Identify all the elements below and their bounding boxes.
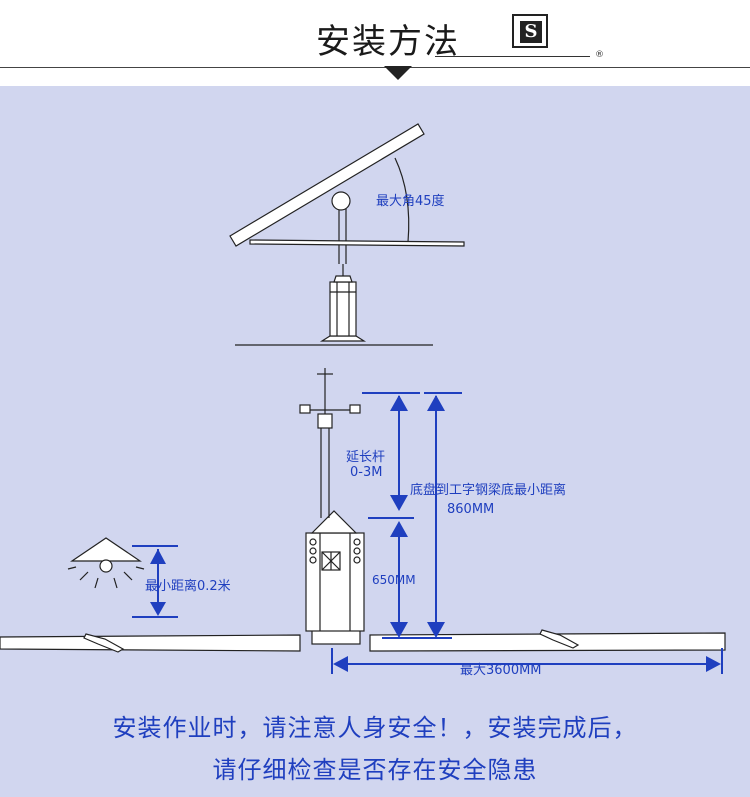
safety-notice-line2: 请仔细检查是否存在安全隐患 <box>212 756 538 784</box>
extension-range-label: 0-3M <box>350 465 383 480</box>
tilt-mount-illustration <box>229 123 465 346</box>
tilted-plate <box>229 123 425 247</box>
installation-diagram: 最大角45度 延长杆 0-3M 底盘到工字钢梁底最小距离 860MM 最小距离0… <box>0 86 750 797</box>
max-span-label: 最大3600MM <box>460 663 542 678</box>
fan-assembly-illustration <box>0 368 726 653</box>
horizontal-reference <box>249 239 465 247</box>
extension-rod-label: 延长杆 <box>346 450 386 465</box>
right-blade-winglet <box>539 629 580 649</box>
header-divider <box>0 67 750 68</box>
mount-base <box>319 335 367 342</box>
right-blade <box>369 632 726 652</box>
pivot-joint <box>331 191 351 211</box>
left-blade <box>0 634 301 652</box>
logo-letter: S <box>520 21 542 43</box>
diagram-drawing <box>0 123 726 674</box>
lamp-bulb <box>99 559 113 573</box>
motor-top-cap <box>310 510 358 534</box>
min-light-distance-label: 最小距离0.2米 <box>145 579 231 594</box>
chassis-distance-label: 860MM <box>447 502 495 517</box>
dimension-lines <box>132 392 723 674</box>
title-underline <box>435 56 590 57</box>
registered-mark: ® <box>595 50 604 60</box>
page-title: 安装方法 <box>316 22 460 62</box>
motor-housing <box>305 532 365 632</box>
max-angle-label: 最大角45度 <box>376 194 445 209</box>
safety-notice-line1: 安装作业时，请注意人身安全！，安装完成后， <box>112 714 638 742</box>
mount-motor-block <box>329 281 357 337</box>
fan-hub <box>311 629 361 645</box>
chassis-to-beam-label: 底盘到工字钢梁底最小距离 <box>410 483 567 498</box>
motor-height-label: 650MM <box>372 573 416 587</box>
lamp-illustration <box>67 537 145 589</box>
down-arrow-icon <box>384 66 412 80</box>
lamp-shade <box>70 537 142 562</box>
angle-arc <box>394 157 410 243</box>
header: 安装方法 S ® <box>0 0 750 86</box>
brand-logo: S <box>512 14 548 48</box>
left-blade-winglet <box>83 633 125 653</box>
